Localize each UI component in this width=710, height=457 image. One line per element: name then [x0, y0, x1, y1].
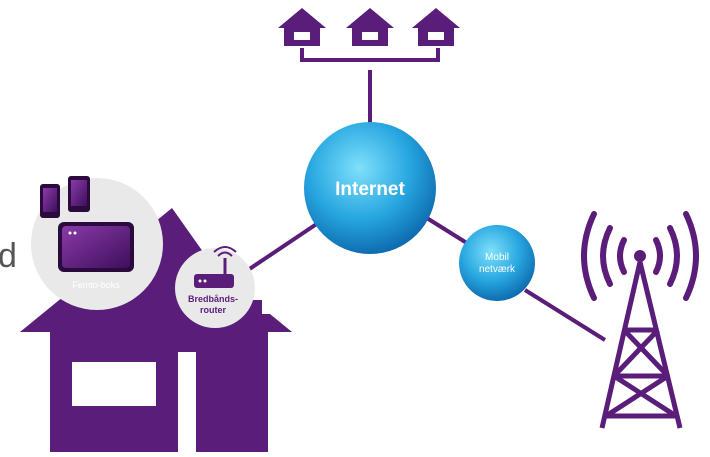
router-node: Bredbånds- router [175, 246, 255, 328]
phone-icon [40, 184, 60, 218]
internet-label: Internet [335, 179, 405, 200]
link-internet-mobile [420, 213, 472, 247]
houses-group [278, 8, 460, 62]
signal-waves-icon [581, 211, 699, 301]
home-house-icon [20, 208, 292, 452]
house-icon [346, 8, 394, 46]
router-label-line1: Bredbånds- [188, 294, 238, 304]
houses-bus [300, 48, 440, 62]
mobile-label-line1: Mobil [485, 252, 509, 263]
mobile-network-node: Mobil netværk [459, 225, 535, 301]
router-icon [194, 246, 237, 288]
internet-node: Internet [304, 122, 436, 254]
cell-tower-icon [599, 250, 683, 429]
devices-group [40, 176, 90, 218]
house-door-gap [178, 352, 196, 452]
house-window [72, 362, 156, 406]
house-icon [278, 8, 326, 46]
router-label-line2: router [200, 305, 227, 315]
tablet-icon [68, 176, 90, 212]
femto-node: Femto-boks [31, 178, 163, 310]
house-icon [412, 8, 460, 46]
cropped-text: d [0, 237, 17, 275]
link-mobile-tower [523, 288, 607, 342]
femto-label: Femto-boks [72, 280, 120, 290]
mobile-label-line2: netværk [479, 264, 516, 275]
